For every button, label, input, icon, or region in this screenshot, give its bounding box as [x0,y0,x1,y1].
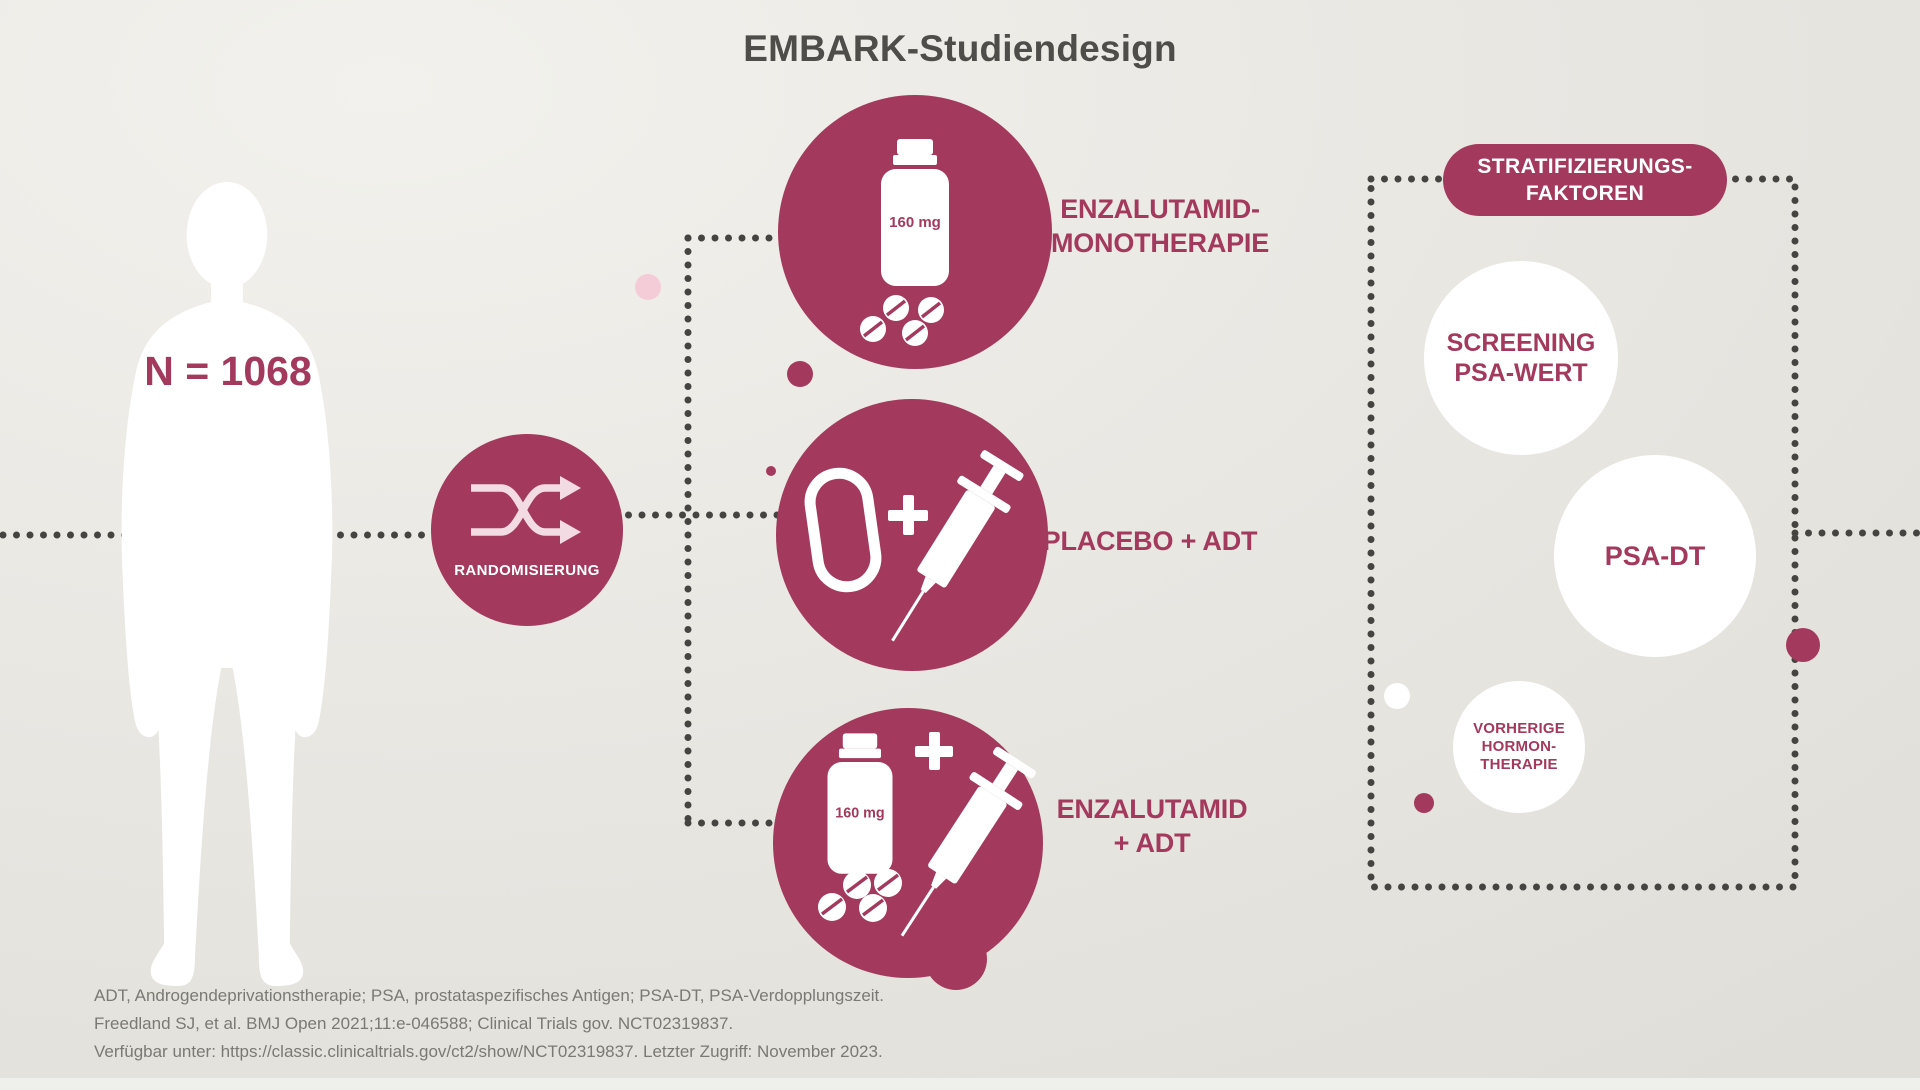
syringe-icon [900,746,1036,937]
pills-icon [860,295,944,346]
stratification-header-line: FAKTOREN [1525,182,1645,205]
arm-enzalutamid-mono-label: ENZALUTAMID- MONOTHERAPIE [1010,192,1310,260]
pill-bottle-icon: 160 mg [827,733,893,874]
arm-placebo-adt-node [776,399,1048,671]
patient-silhouette-icon [121,182,333,986]
pink-dot [635,274,661,300]
dose-label: 160 mg [889,214,941,231]
factor-label-line: SCREENING [1446,329,1596,357]
white-dot [1384,683,1410,709]
maroon-dot-strat [1414,793,1434,813]
arm-enzalutamid-adt-label: ENZALUTAMID + ADT [1002,792,1302,860]
factor-screening-psa: SCREENING PSA-WERT [1424,261,1618,455]
dose-label: 160 mg [835,805,884,821]
arm-label-line: + ADT [1113,828,1191,858]
factor-label-line: THERAPIE [1480,756,1558,773]
footnote-availability: Verfügbar unter: https://classic.clinica… [94,1042,883,1061]
arm-enzalutamid-mono-node: 160 mg [778,95,1052,369]
factor-prior-hormone-therapy: VORHERIGE HORMON- THERAPIE [1453,681,1585,813]
maroon-dot-top [787,361,813,387]
plus-icon [888,495,928,535]
footnote-abbreviations: ADT, Androgendeprivationstherapie; PSA, … [94,986,885,1005]
stratification-header-line: STRATIFIZIERUNGS- [1477,155,1693,178]
factor-psa-dt: PSA-DT [1554,455,1756,657]
maroon-dot-border [1786,628,1820,662]
factor-label-line: PSA-DT [1604,540,1706,571]
pills-icon [818,869,902,922]
stratification-header-badge: STRATIFIZIERUNGS- FAKTOREN [1443,144,1727,216]
footnotes: ADT, Androgendeprivationstherapie; PSA, … [94,982,884,1066]
arm-label-line: ENZALUTAMID- [1060,194,1260,224]
randomization-node: RANDOMISIERUNG [431,434,623,626]
syringe-icon [891,450,1024,642]
plus-icon [915,732,953,770]
arm-label-line: MONOTHERAPIE [1050,228,1270,258]
decorative-dots [635,274,1820,813]
arm-label-line: PLACEBO + ADT [1042,526,1258,556]
arm-placebo-adt-label: PLACEBO + ADT [1000,524,1300,558]
maroon-dot-small [766,466,776,476]
randomization-label: RANDOMISIERUNG [454,562,600,579]
dotted-connector-lines [0,175,1920,891]
page-title: EMBARK-Studiendesign [743,28,1177,69]
factor-label-line: VORHERIGE [1473,720,1565,737]
capsule-icon [804,467,882,593]
arm-label-line: ENZALUTAMID [1056,794,1248,824]
pill-bottle-icon: 160 mg [881,139,949,286]
bottom-edge-strip [0,1078,1920,1090]
factor-label-line: HORMON- [1481,738,1557,755]
population-count: N = 1068 [144,348,312,394]
arm-enzalutamid-adt-node: 160 mg [773,708,1043,978]
decorative-blob [925,928,987,990]
factor-label-line: PSA-WERT [1454,359,1588,387]
footnote-reference: Freedland SJ, et al. BMJ Open 2021;11:e-… [94,1014,734,1033]
shuffle-icon [471,476,581,544]
